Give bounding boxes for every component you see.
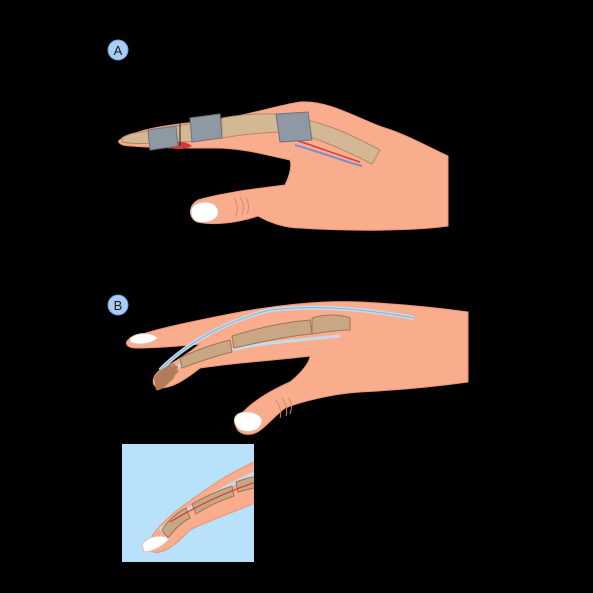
panel-a-vessel-blue [294, 144, 363, 167]
splint-tape-icon [275, 111, 313, 143]
panel-a-label-badge: A [107, 39, 129, 61]
panel-b-tendon-outline [159, 307, 415, 371]
panel-b-label-badge: B [107, 294, 129, 316]
inset-bones [161, 476, 254, 539]
splint-tape-icon [147, 125, 179, 151]
panel-b-thumb-creases [275, 397, 292, 419]
panel-a-label: A [114, 43, 123, 58]
inset-nail [141, 535, 171, 553]
panel-b-metacarpal [311, 314, 351, 335]
panel-a-splint [147, 111, 313, 151]
panel-b-finger-bones [155, 314, 351, 389]
panel-a-thumb-creases [233, 196, 249, 217]
panel-b-middle-phalanx [179, 339, 233, 369]
splint-tape-icon [189, 113, 223, 143]
panel-b-label: B [114, 298, 123, 313]
panel-a-vessel-red [294, 139, 361, 163]
inset-detail [122, 444, 254, 562]
panel-b: B [107, 294, 469, 435]
panel-a-thumb-nail [190, 201, 219, 223]
panel-b-thumb-nail [233, 411, 263, 433]
inset-vessel-red [169, 481, 254, 523]
panel-a: A [107, 39, 449, 231]
panel-b-drooping-tip [154, 365, 178, 391]
panel-b-top-finger-nail [129, 333, 159, 345]
